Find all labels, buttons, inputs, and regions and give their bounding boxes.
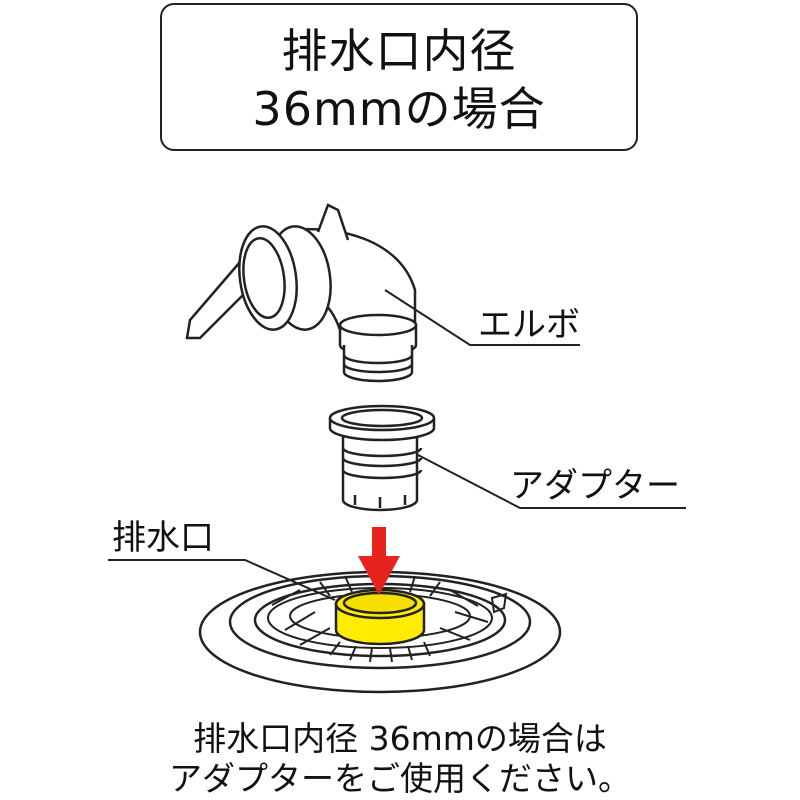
elbow-leader bbox=[384, 289, 580, 346]
title-box: 排水口内径 36mmの場合 bbox=[160, 3, 638, 151]
drain-label: 排水口 bbox=[112, 518, 214, 558]
caption-line-1: 排水口内径 36mmの場合は bbox=[193, 719, 607, 758]
leader-lines bbox=[108, 289, 686, 601]
title-line-2: 36mmの場合 bbox=[252, 82, 546, 136]
down-arrow-icon bbox=[358, 527, 400, 595]
elbow-label: エルボ bbox=[478, 305, 580, 345]
drain-opening bbox=[334, 588, 426, 646]
adapter-label: アダプター bbox=[510, 466, 680, 506]
caption-line-2: アダプターをご使用ください。 bbox=[169, 759, 631, 798]
adapter-leader bbox=[417, 454, 686, 509]
elbow-part bbox=[185, 203, 418, 383]
title-line-1: 排水口内径 bbox=[281, 24, 517, 78]
drain-leader bbox=[108, 559, 336, 601]
adapter-part bbox=[328, 404, 436, 512]
